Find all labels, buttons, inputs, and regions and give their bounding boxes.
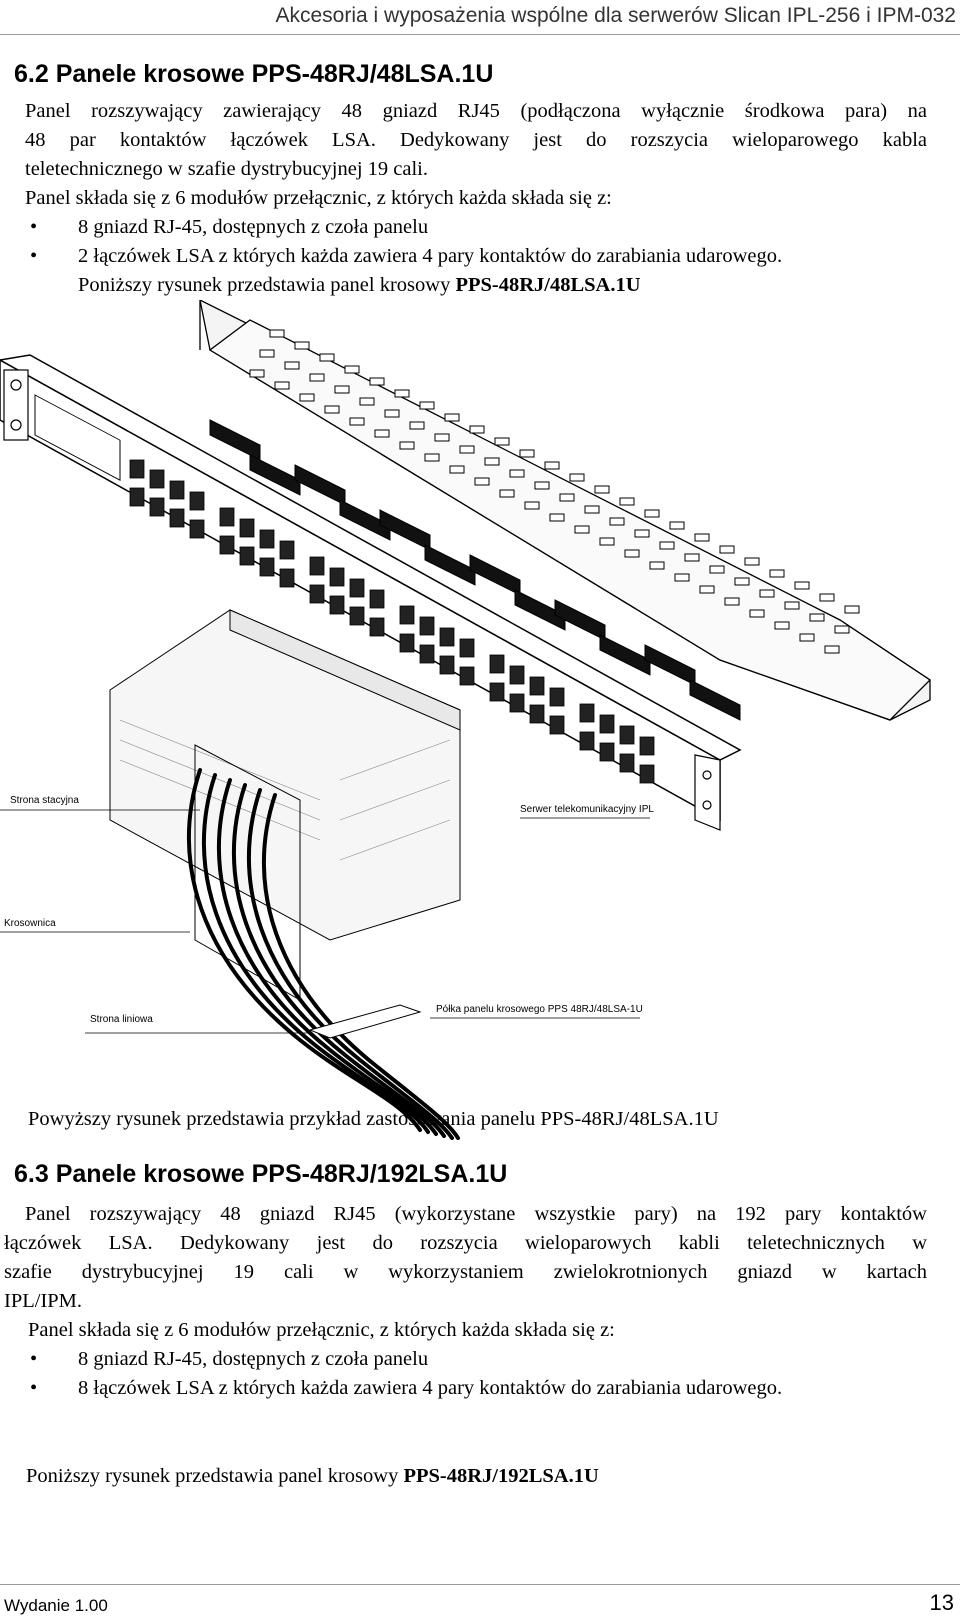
patch-panel-figure: Strona stacyjna Serwer telekomunikacyjny…	[0, 298, 960, 1140]
s62-para2: Panel składa się z 6 modułów przełącznic…	[25, 187, 612, 209]
bullet-dot: •	[30, 1348, 38, 1370]
figure-intro-code: PPS-48RJ/48LSA.1U	[455, 274, 641, 296]
label-krosownica: Krosownica	[4, 918, 56, 929]
label-line-side: Strona liniowa	[90, 1014, 153, 1025]
figure-intro-text: Poniższy rysunek przedstawia panel kroso…	[26, 1465, 404, 1487]
s63-para1-line1: Panel rozszywający 48 gniazd RJ45 (wykor…	[25, 1203, 927, 1225]
figure-caption: Powyższy rysunek przedstawia przykład za…	[28, 1108, 719, 1130]
footer-rule	[0, 1584, 960, 1585]
s63-para1-line2: łączówek LSA. Dedykowany jest do rozszyc…	[4, 1232, 927, 1254]
header-rule	[0, 34, 960, 35]
page-footer: Wydanie 1.00 13	[0, 1584, 960, 1617]
s62-figure-intro: Poniższy rysunek przedstawia panel kroso…	[78, 271, 641, 300]
s62-para1-line1: Panel rozszywający zawierający 48 gniazd…	[25, 100, 927, 122]
s63-para1-line4: IPL/IPM.	[4, 1290, 83, 1312]
section-heading-6-3: 6.3 Panele krosowe PPS-48RJ/192LSA.1U	[14, 1160, 508, 1188]
bullet-dot: •	[30, 216, 38, 238]
label-shelf: Półka panelu krosowego PPS 48RJ/48LSA-1U	[436, 1004, 643, 1015]
s62-para1-line2: 48 par kontaktów łączówek LSA. Dedykowan…	[25, 129, 927, 151]
bullet-dot: •	[30, 1377, 38, 1399]
figure-intro-code: PPS-48RJ/192LSA.1U	[403, 1465, 599, 1487]
label-server: Serwer telekomunikacyjny IPL	[520, 804, 654, 815]
bullet-dot: •	[30, 245, 38, 267]
s62-para1-line3: teletechnicznego w szafie dystrybucyjnej…	[25, 158, 429, 180]
bullet-text: 8 łączówek LSA z których każda zawiera 4…	[78, 1377, 783, 1399]
s63-para2: Panel składa się z 6 modułów przełącznic…	[28, 1319, 615, 1341]
label-station-side: Strona stacyjna	[10, 795, 79, 806]
footer-edition: Wydanie 1.00	[4, 1596, 108, 1615]
bullet-text: 2 łączówek LSA z których każda zawiera 4…	[78, 245, 783, 267]
s63-para1-line3: szafie dystrybucyjnej 19 cali w wykorzys…	[4, 1261, 927, 1283]
bullet-text: 8 gniazd RJ-45, dostępnych z czoła panel…	[78, 1348, 429, 1370]
patch-panel-illustration	[0, 298, 932, 1140]
page-header: Akcesoria i wyposażenia wspólne dla serw…	[0, 0, 960, 36]
page-number: 13	[929, 1590, 954, 1615]
section-heading-6-2: 6.2 Panele krosowe PPS-48RJ/48LSA.1U	[14, 60, 494, 88]
figure-intro-text: Poniższy rysunek przedstawia panel kroso…	[78, 274, 456, 296]
s63-figure-intro: Poniższy rysunek przedstawia panel kroso…	[26, 1462, 599, 1491]
bullet-text: 8 gniazd RJ-45, dostępnych z czoła panel…	[78, 216, 429, 238]
header-title: Akcesoria i wyposażenia wspólne dla serw…	[275, 4, 957, 27]
